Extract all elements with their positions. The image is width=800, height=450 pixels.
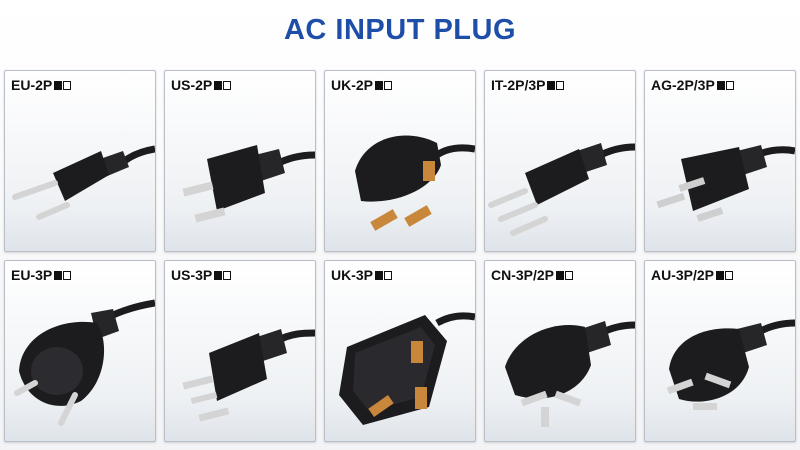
plug-card-us-3p: US-3P (164, 260, 316, 442)
plug-code: AU-3P/2P (651, 267, 715, 283)
us-2p-plug-icon (182, 145, 315, 223)
au-plug-icon (666, 319, 795, 410)
empty-square-icon (223, 270, 232, 280)
empty-square-icon (556, 80, 565, 90)
plug-label: UK-3P (331, 267, 393, 283)
plug-card-it: IT-2P/3P (484, 70, 636, 252)
empty-square-icon (725, 270, 734, 280)
empty-square-icon (63, 270, 72, 280)
plug-card-uk-3p: UK-3P (324, 260, 476, 442)
plug-card-us-2p: US-2P (164, 70, 316, 252)
filled-square-icon (547, 80, 556, 90)
plug-code: EU-2P (11, 77, 53, 93)
plug-code: CN-3P/2P (491, 267, 555, 283)
plug-label: EU-3P (11, 267, 72, 283)
plug-label: US-3P (171, 267, 232, 283)
eu-2p-plug-icon (12, 145, 155, 220)
filled-square-icon (375, 80, 384, 90)
filled-square-icon (54, 270, 63, 280)
plug-label: US-2P (171, 77, 232, 93)
plug-card-au: AU-3P/2P (644, 260, 796, 442)
empty-square-icon (384, 270, 393, 280)
empty-square-icon (384, 80, 393, 90)
eu-3p-plug-icon (14, 299, 155, 426)
uk-3p-plug-icon (339, 312, 475, 425)
filled-square-icon (716, 80, 725, 90)
empty-square-icon (223, 80, 232, 90)
page-title: AC INPUT PLUG (283, 14, 517, 46)
cn-plug-icon (505, 321, 635, 427)
plug-grid: EU-2P US-2P UK-2P (4, 70, 796, 448)
filled-square-icon (214, 270, 223, 280)
plug-label: UK-2P (331, 77, 393, 93)
plug-label: AU-3P/2P (651, 267, 734, 283)
empty-square-icon (63, 80, 72, 90)
uk-2p-plug-icon (355, 135, 475, 231)
filled-square-icon (716, 270, 725, 280)
plug-card-cn: CN-3P/2P (484, 260, 636, 442)
plug-card-uk-2p: UK-2P (324, 70, 476, 252)
plug-code: UK-2P (331, 77, 374, 93)
plug-label: EU-2P (11, 77, 72, 93)
plug-label: AG-2P/3P (651, 77, 734, 93)
plug-code: AG-2P/3P (651, 77, 715, 93)
plug-code: US-2P (171, 77, 213, 93)
us-3p-plug-icon (182, 329, 315, 422)
plug-code: IT-2P/3P (491, 77, 546, 93)
filled-square-icon (54, 80, 63, 90)
plug-label: IT-2P/3P (491, 77, 565, 93)
plug-code: US-3P (171, 267, 213, 283)
plug-code: EU-3P (11, 267, 53, 283)
filled-square-icon (375, 270, 384, 280)
plug-code: UK-3P (331, 267, 374, 283)
ag-plug-icon (656, 145, 795, 222)
filled-square-icon (556, 270, 565, 280)
filled-square-icon (214, 80, 223, 90)
plug-card-eu-2p: EU-2P (4, 70, 156, 252)
plug-card-eu-3p: EU-3P (4, 260, 156, 442)
plug-label: CN-3P/2P (491, 267, 574, 283)
plug-card-ag: AG-2P/3P (644, 70, 796, 252)
empty-square-icon (565, 270, 574, 280)
empty-square-icon (725, 80, 734, 90)
it-plug-icon (488, 143, 635, 236)
